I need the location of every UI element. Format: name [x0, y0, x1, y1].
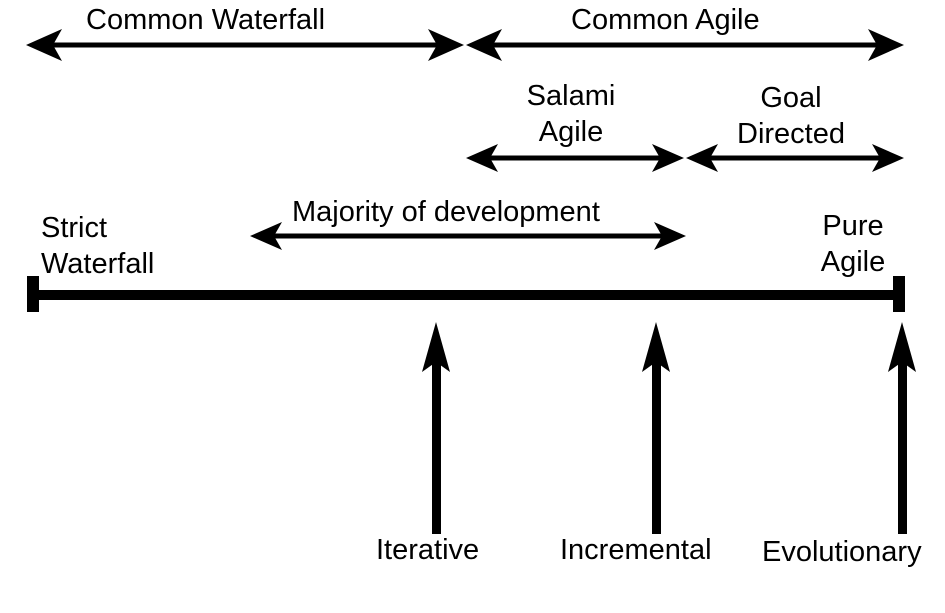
salami-agile-label-line2: Agile: [538, 116, 604, 148]
common-waterfall-arrow: [26, 29, 464, 61]
pure-agile-label-line1: Pure: [822, 210, 884, 242]
strict-waterfall-label-line2: Waterfall: [41, 248, 155, 280]
evolutionary-label: Evolutionary: [762, 536, 922, 568]
goal-directed-label-line2: Directed: [737, 118, 845, 150]
common-waterfall-label: Common Waterfall: [86, 4, 326, 36]
salami-agile-arrow: [466, 144, 684, 172]
spectrum-bar: [27, 276, 905, 312]
majority-label: Majority of development: [292, 196, 600, 228]
iterative-arrow: [422, 322, 450, 534]
strict-waterfall-label-line1: Strict: [41, 212, 108, 244]
majority-arrow: [250, 222, 686, 250]
common-agile-arrow: [466, 29, 904, 61]
iterative-label: Iterative: [376, 534, 480, 566]
goal-directed-arrow: [686, 144, 904, 172]
incremental-label: Incremental: [560, 534, 712, 566]
evolutionary-arrow: [888, 322, 916, 534]
salami-agile-label-line1: Salami: [526, 80, 616, 112]
pure-agile-label-line2: Agile: [820, 246, 886, 278]
goal-directed-label-line1: Goal: [760, 82, 822, 114]
common-agile-label: Common Agile: [571, 4, 760, 36]
incremental-arrow: [642, 322, 670, 534]
